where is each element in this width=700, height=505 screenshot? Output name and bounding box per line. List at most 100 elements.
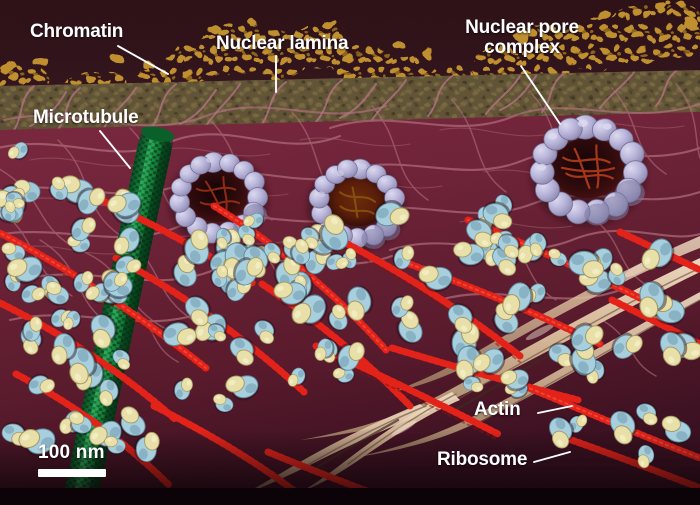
- ribosome: [472, 348, 506, 376]
- ribosome: [611, 332, 643, 359]
- ribosome: [232, 257, 264, 286]
- label-ribosome: Ribosome: [437, 449, 528, 470]
- ribosome: [18, 428, 57, 457]
- ribosome: [229, 336, 256, 366]
- ribosome: [610, 409, 638, 445]
- ribosome: [45, 281, 70, 306]
- scale-bar: 100 nm: [38, 443, 106, 477]
- ribosome: [21, 316, 43, 342]
- ribosome: [502, 282, 534, 316]
- ribosome: [498, 233, 521, 259]
- ribosome: [112, 348, 132, 370]
- ribosome: [134, 431, 160, 463]
- ribosome: [569, 322, 604, 352]
- ribosome: [0, 200, 17, 222]
- ribosome: [89, 420, 124, 449]
- ribosome: [27, 373, 55, 395]
- leader-line-ribosome: [533, 451, 571, 463]
- leader-line-microtubule: [99, 130, 131, 169]
- ribosome: [463, 375, 484, 393]
- ribosome: [418, 265, 453, 293]
- ribosome: [568, 248, 605, 279]
- ribosome: [68, 411, 92, 435]
- scale-bar-label: 100 nm: [38, 442, 105, 463]
- ribosome: [661, 415, 692, 445]
- ribosome: [549, 416, 575, 449]
- ribosome: [99, 378, 121, 407]
- ribosome: [172, 377, 193, 400]
- ribosome: [325, 252, 349, 271]
- ribosome: [548, 248, 567, 268]
- ribosome: [161, 320, 197, 347]
- ribosome: [243, 212, 265, 230]
- ribosome: [104, 435, 126, 455]
- ribosome: [300, 226, 321, 250]
- ribosome: [389, 295, 414, 318]
- ribosome: [213, 393, 234, 414]
- ribosome: [453, 241, 485, 268]
- ribosome: [51, 332, 78, 365]
- ribosome: [7, 142, 29, 161]
- ribosome: [254, 319, 276, 345]
- ribosome: [466, 218, 494, 249]
- ribosome: [396, 310, 423, 344]
- ribosome: [659, 330, 688, 367]
- ribosome: [392, 245, 415, 270]
- leader-line-actin: [537, 405, 573, 414]
- ribosome: [68, 346, 98, 385]
- ribosome: [102, 270, 128, 292]
- ribosome: [182, 229, 209, 266]
- ribosome: [347, 285, 374, 321]
- ribosome: [216, 227, 233, 250]
- ribosome: [303, 246, 331, 275]
- ribosome: [48, 176, 68, 202]
- ribosome: [327, 304, 348, 331]
- ribosome: [6, 256, 44, 285]
- ribosome: [500, 369, 530, 392]
- ribosome: [114, 254, 142, 275]
- label-microtubule: Microtubule: [33, 107, 139, 128]
- ribosome: [70, 217, 96, 242]
- ribosome: [287, 367, 307, 387]
- ribosome: [606, 262, 626, 287]
- leader-line-nuclear-pore: [520, 65, 561, 125]
- ribosome: [113, 227, 142, 255]
- ribosome: [225, 375, 260, 401]
- ribosome: [171, 254, 197, 288]
- ribosome: [291, 294, 328, 327]
- ribosome: [318, 214, 349, 252]
- ribosome: [90, 313, 118, 349]
- ribosome: [569, 340, 597, 376]
- ribosome: [118, 406, 146, 438]
- scale-bar-line: [38, 469, 106, 477]
- ribosome: [263, 241, 283, 264]
- leader-line-chromatin: [117, 45, 169, 75]
- label-chromatin: Chromatin: [30, 21, 124, 42]
- ribosome: [63, 310, 82, 330]
- ribosome: [207, 323, 227, 342]
- label-actin: Actin: [474, 399, 521, 420]
- label-nuclear-lamina: Nuclear lamina: [216, 33, 349, 54]
- ribosome: [482, 201, 513, 230]
- ribosome: [641, 238, 675, 270]
- ribosome: [332, 367, 355, 384]
- ribosome: [314, 338, 335, 361]
- ribosome: [72, 270, 94, 293]
- ribosome: [76, 187, 106, 215]
- ribosome: [20, 283, 46, 303]
- ribosome: [185, 295, 212, 327]
- ribosome: [374, 199, 410, 227]
- ribosome: [107, 192, 143, 220]
- ribosome: [210, 264, 228, 288]
- ribosome: [455, 345, 484, 381]
- ribosome: [529, 232, 548, 257]
- ribosome: [639, 280, 668, 318]
- ribosome: [289, 238, 310, 266]
- ribosome: [637, 444, 656, 469]
- ribosome: [636, 402, 658, 426]
- label-nuclear-pore-complex: Nuclear pore complex: [465, 17, 579, 58]
- ribosome: [336, 341, 365, 371]
